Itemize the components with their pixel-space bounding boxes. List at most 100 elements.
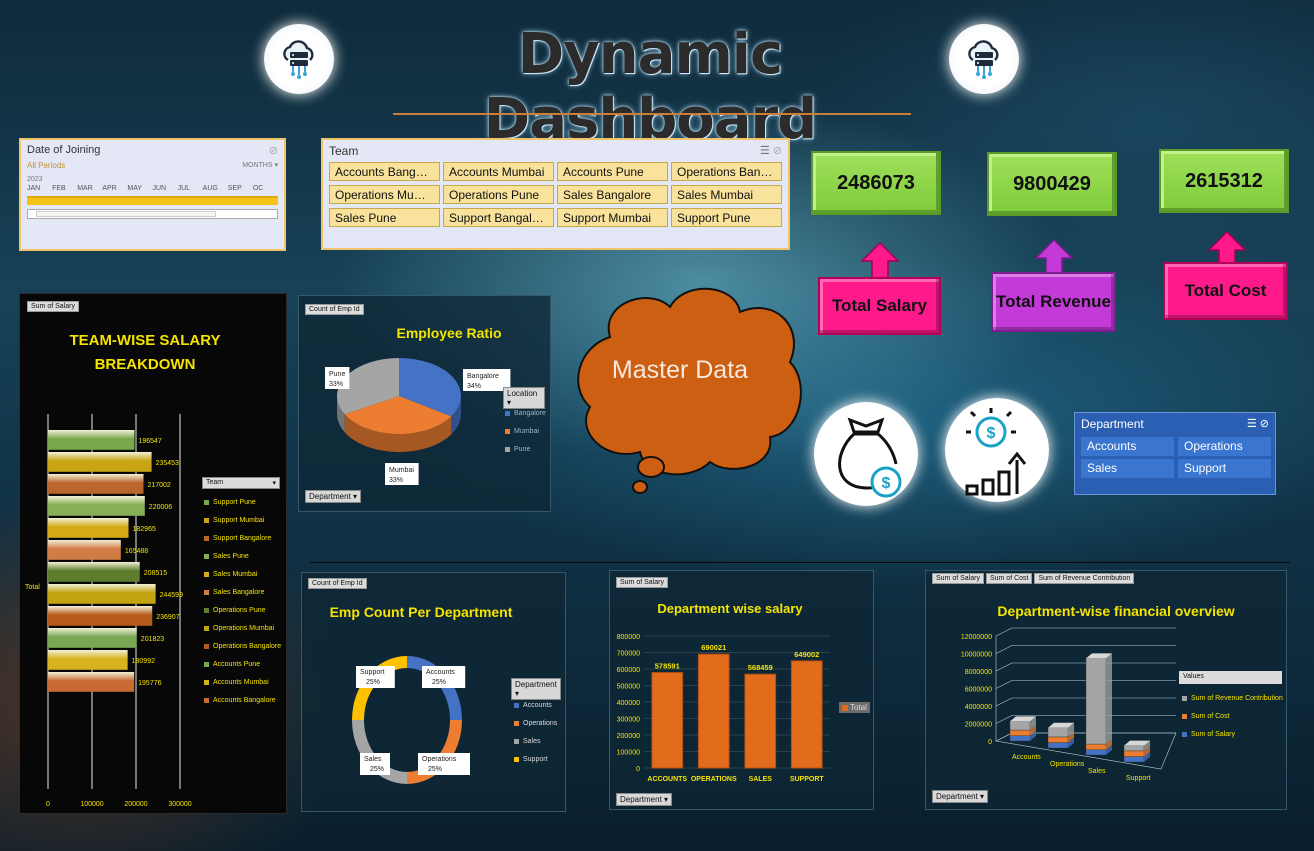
chart-field-tag[interactable]: Sum of Cost [985, 573, 1033, 584]
master-data-label: Master Data [611, 356, 749, 384]
legend-swatch [204, 607, 209, 613]
multi-select-icon[interactable]: ☰ [759, 145, 770, 157]
financial-bar-side [1068, 731, 1074, 743]
data-label: 182965 [133, 526, 156, 533]
department-filter-button[interactable]: Department ▾ [616, 793, 673, 806]
data-label: 690021 [701, 643, 726, 652]
timeline-months[interactable]: JAN FEB MAR APR MAY JUN JUL AUG SEP OC [21, 185, 284, 192]
timeline-month[interactable]: JUN [152, 185, 167, 192]
chart-field-tag[interactable]: Sum of Salary [616, 577, 668, 588]
chart-field-tag[interactable]: Sum of Salary [27, 301, 79, 312]
department-filter-button[interactable]: Department ▾ [305, 490, 362, 503]
chart-field-tag[interactable]: Count of Emp Id [308, 578, 367, 589]
chart-title: Emp Count Per Department [329, 604, 513, 620]
team-salary-bar [48, 606, 153, 626]
timeline-scrollbar[interactable] [27, 209, 278, 219]
data-label: 33% [389, 477, 403, 484]
department-slicer-item[interactable]: Sales [1081, 459, 1174, 478]
team-legend-header[interactable]: Team▾ [202, 477, 280, 489]
legend-swatch [505, 428, 510, 434]
x-tick-label: 0 [46, 801, 50, 808]
location-legend-header[interactable]: Location ▾ [503, 387, 545, 409]
timeline-month[interactable]: FEB [52, 185, 66, 192]
legend-swatch [204, 661, 209, 667]
pie-slice [337, 358, 399, 415]
department-slicer-item[interactable]: Operations [1178, 437, 1271, 456]
legend-item: Operations [514, 714, 557, 732]
clear-filter-icon[interactable]: ⊘ [772, 145, 782, 157]
legend-swatch [204, 553, 209, 559]
team-slicer-item[interactable]: Accounts Pune [557, 162, 668, 181]
team-slicer-item[interactable]: Support Mumbai [557, 208, 668, 227]
legend-label: Support Pune [213, 498, 256, 506]
legend-item: Sales [514, 732, 557, 750]
financial-bar-segment [1009, 735, 1031, 742]
timeline-month[interactable]: OC [252, 185, 264, 192]
timeline-month[interactable]: MAR [77, 185, 93, 192]
legend-label: Operations Mumbai [213, 624, 275, 632]
team-slicer-item[interactable]: Operations Pune [443, 185, 554, 204]
legend-item: Accounts Mumbai [204, 673, 281, 691]
team-slicer-item[interactable]: Accounts Bangalore [329, 162, 440, 181]
department-salary-bars: 0100000200000300000400000500000600000700… [617, 634, 830, 783]
gridline [995, 697, 1013, 707]
legend-item: Accounts Bangalore [204, 691, 281, 709]
financial-bar-segment [1123, 745, 1145, 752]
legend-label: Sum of Salary [1191, 730, 1235, 738]
data-label-box [463, 369, 511, 391]
data-label: Support [360, 669, 385, 676]
timeline-month[interactable]: APR [102, 185, 117, 192]
legend-swatch [514, 702, 519, 708]
cloud-server-icon [949, 24, 1019, 94]
chart-field-tag[interactable]: Count of Emp Id [305, 304, 364, 315]
multi-select-icon[interactable]: ☰ [1246, 418, 1257, 430]
financial-bar-top [1124, 740, 1150, 746]
timeline-month[interactable]: JAN [27, 185, 41, 192]
data-label-box [360, 753, 390, 775]
department-slicer-item[interactable]: Accounts [1081, 437, 1174, 456]
department-legend-header[interactable]: Department ▾ [511, 678, 561, 700]
team-slicer-item[interactable]: Sales Pune [329, 208, 440, 227]
timeline-month[interactable]: SEP [227, 185, 242, 192]
team-slicer-item[interactable]: Sales Bangalore [557, 185, 668, 204]
x-tick-label: ACCOUNTS [647, 776, 687, 783]
team-slicer-item[interactable]: Accounts Mumbai [443, 162, 554, 181]
chart-field-tag[interactable]: Sum of Salary [932, 573, 984, 584]
y-tick-label: 0 [988, 739, 992, 746]
team-slicer-item[interactable]: Operations Banga... [671, 162, 782, 181]
legend-item: Sum of Revenue Contribution [1182, 689, 1283, 707]
financial-bar-side [1030, 730, 1036, 741]
clear-filter-icon[interactable]: ⊘ [268, 145, 278, 157]
department-filter-button[interactable]: Department ▾ [932, 790, 989, 803]
total-salary-label: Total Salary [818, 277, 941, 335]
team-slicer-item[interactable]: Support Bangalore [443, 208, 554, 227]
timeline-month[interactable]: MAY [127, 185, 143, 192]
total-cost-label: Total Cost [1163, 262, 1288, 320]
legend-label: Support Bangalore [213, 534, 272, 542]
data-label: 180992 [132, 658, 155, 665]
team-slicer-item[interactable]: Support Pune [671, 208, 782, 227]
timeline-month[interactable]: JUL [177, 185, 191, 192]
y-tick-label: 6000000 [965, 687, 992, 694]
financial-bar-side [1144, 745, 1150, 757]
chart-field-tag[interactable]: Sum of Revenue Contribution [1034, 573, 1135, 584]
legend-label: Accounts Mumbai [213, 678, 269, 686]
date-of-joining-timeline[interactable]: Date of Joining⊘ All Periods MONTHS ▾ 20… [19, 138, 286, 251]
clear-filter-icon[interactable]: ⊘ [1259, 418, 1269, 430]
timeline-level-dropdown[interactable]: MONTHS ▾ [242, 162, 278, 169]
salary-bar [697, 653, 730, 769]
legend-swatch [204, 697, 209, 703]
team-slicer-item[interactable]: Operations Mumbai [329, 185, 440, 204]
timeline-month[interactable]: AUG [202, 185, 218, 192]
department-slicer-item[interactable]: Support [1178, 459, 1271, 478]
timeline-selection-bar[interactable] [27, 196, 278, 205]
master-data-cloud[interactable]: Master Data [570, 282, 804, 500]
team-slicer-item[interactable]: Sales Mumbai [671, 185, 782, 204]
salary-bar [651, 672, 684, 769]
